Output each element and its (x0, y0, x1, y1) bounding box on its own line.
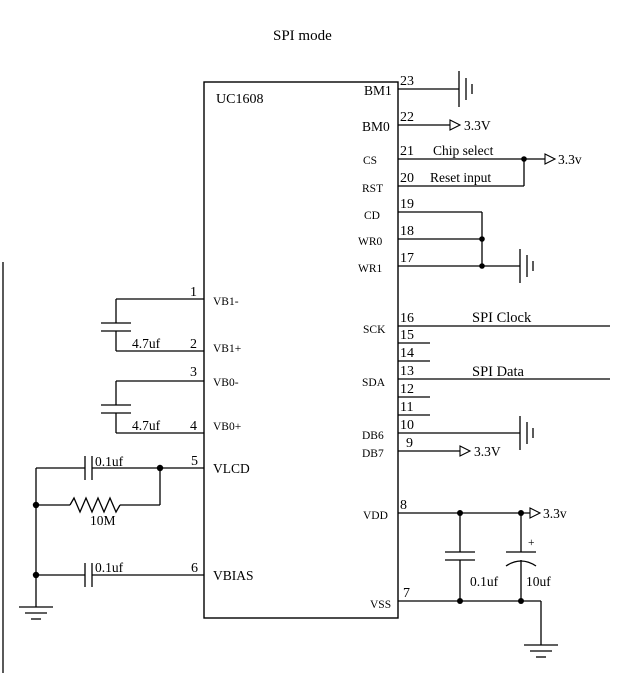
capacitor-vb0-value: 4.7uf (132, 418, 161, 433)
junction-vbias-left (32, 571, 40, 579)
pin-13-name: SDA (362, 377, 386, 389)
pin-11-number: 11 (400, 400, 413, 415)
pin-21-name: CS (363, 155, 377, 167)
pin-22-number: 22 (400, 110, 414, 125)
pin-23-number: 23 (400, 74, 414, 89)
pin-7-number: 7 (403, 586, 410, 601)
pin-3-number: 3 (190, 365, 197, 380)
capacitor-vb0 (101, 381, 131, 433)
pin-18-name: WR0 (358, 236, 383, 248)
capacitor-vdd (445, 513, 475, 601)
pin-10-number: 10 (400, 418, 414, 433)
pin-19-number: 19 (400, 197, 414, 212)
capacitor-vdd-electrolytic-value: 10uf (526, 574, 551, 589)
junction-vlcd-left (32, 501, 40, 509)
ground-icon (19, 606, 53, 620)
pin-4-name: VB0+ (213, 421, 241, 433)
diagram-title: SPI mode (273, 28, 332, 44)
junction-wr0 (479, 236, 485, 242)
ground-icon (524, 644, 558, 658)
pin-17-number: 17 (400, 251, 414, 266)
ground-icon (458, 71, 473, 107)
pin-8-name: VDD (363, 510, 388, 522)
pin-18-number: 18 (400, 224, 414, 239)
pin-2-name: VB1+ (213, 343, 241, 355)
ground-icon (519, 416, 534, 450)
capacitor-vdd-value: 0.1uf (470, 574, 499, 589)
pin-2-number: 2 (190, 337, 197, 352)
capacitor-vlcd-value: 0.1uf (95, 454, 124, 469)
pin-23-name: BM1 (364, 83, 392, 98)
capacitor-vbias-value: 0.1uf (95, 560, 124, 575)
resistor-vlcd-value: 10M (90, 513, 116, 528)
chip-name: UC1608 (216, 92, 263, 107)
pin-5-name: VLCD (213, 461, 250, 476)
net-label-spi-clock: SPI Clock (472, 310, 532, 326)
pin-10-name: DB6 (362, 430, 384, 442)
pin-6-name: VBIAS (213, 568, 254, 583)
pin-13-number: 13 (400, 364, 414, 379)
pin-14-number: 14 (400, 346, 414, 361)
pin-3-name: VB0- (213, 377, 239, 389)
pin-16-number: 16 (400, 311, 414, 326)
power-label-vdd: 3.3v (543, 506, 567, 521)
pin-9-number: 9 (406, 436, 413, 451)
pin-19-name: CD (364, 210, 380, 222)
junction-wr1 (479, 263, 485, 269)
capacitor-vb1-value: 4.7uf (132, 336, 161, 351)
power-label-db7: 3.3V (474, 444, 501, 459)
pin-20-number: 20 (400, 171, 414, 186)
net-label-chip-select: Chip select (433, 143, 494, 158)
pin-22-name: BM0 (362, 119, 390, 134)
power-label-cs: 3.3v (558, 152, 582, 167)
net-label-spi-data: SPI Data (472, 364, 525, 380)
pin-1-name: VB1- (213, 296, 239, 308)
pin-9-name: DB7 (362, 448, 384, 460)
pin-5-number: 5 (191, 454, 198, 469)
pin-4-number: 4 (190, 419, 197, 434)
pin-8-number: 8 (400, 498, 407, 513)
power-arrow-icon (459, 445, 472, 457)
junction-vlcd-right (156, 464, 164, 472)
pin-12-number: 12 (400, 382, 414, 397)
pin-21-number: 21 (400, 144, 414, 159)
pin-16-name: SCK (363, 324, 386, 336)
power-arrow-icon (449, 119, 462, 131)
pin-15-number: 15 (400, 328, 414, 343)
ground-icon (519, 249, 534, 283)
pin-20-name: RST (362, 183, 383, 195)
chip-body (203, 81, 399, 619)
power-arrow-icon (529, 507, 542, 519)
pin-7-name: VSS (370, 599, 391, 611)
net-label-reset-input: Reset input (430, 170, 491, 185)
capacitor-vb1 (101, 299, 131, 351)
pin-17-name: WR1 (358, 263, 383, 275)
power-arrow-icon (544, 153, 557, 165)
capacitor-vdd-electrolytic (505, 513, 537, 601)
capacitor-polarity-mark: + (528, 537, 535, 549)
pin-6-number: 6 (191, 561, 198, 576)
power-label-bm0: 3.3V (464, 118, 491, 133)
vlcd-network (35, 456, 161, 607)
pin-1-number: 1 (190, 285, 197, 300)
